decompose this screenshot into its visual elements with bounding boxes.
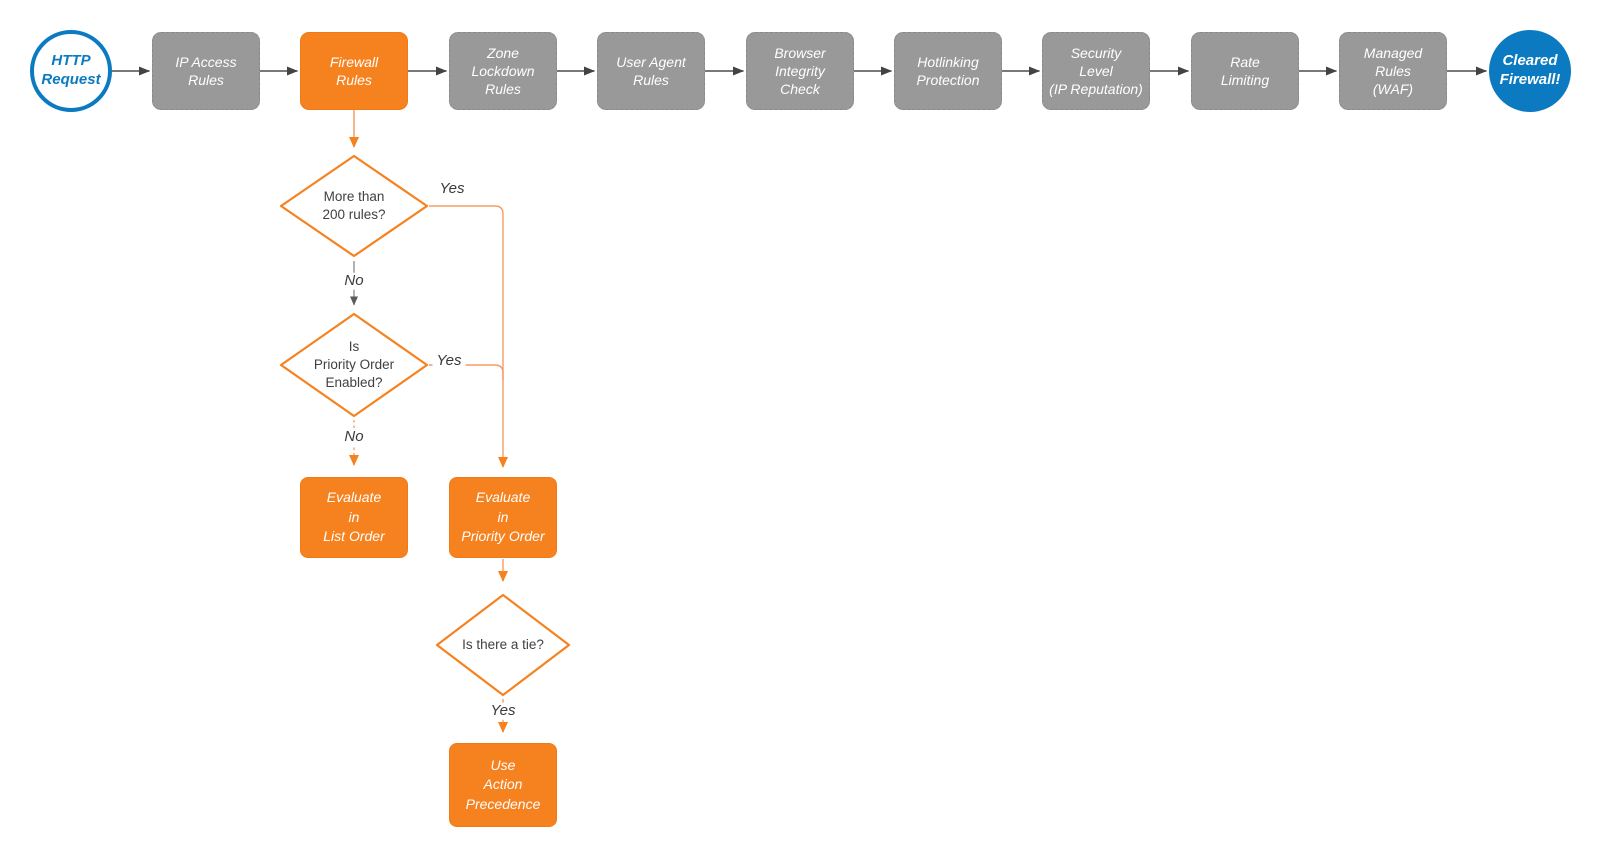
- action-evaluate-priority-order: Evaluate in Priority Order: [449, 477, 557, 558]
- step-user-agent-rules: User Agent Rules: [597, 32, 705, 110]
- decision-rule-count: More than 200 rules?: [279, 154, 429, 258]
- edge-label-no-rule-count: No: [340, 272, 368, 290]
- step-browser-integrity-check: Browser Integrity Check: [746, 32, 854, 110]
- start-node-label: HTTP Request: [41, 52, 101, 88]
- step-label: Rate Limiting: [1220, 53, 1270, 88]
- step-security-level: Security Level (IP Reputation): [1042, 32, 1150, 110]
- action-label: Use Action Precedence: [465, 756, 541, 812]
- start-node-http-request: HTTP Request: [30, 30, 112, 112]
- step-label: Managed Rules (WAF): [1363, 44, 1423, 98]
- decision-rule-count-question: More than 200 rules?: [322, 188, 386, 222]
- action-label: Evaluate in List Order: [323, 489, 385, 545]
- step-ip-access-rules: IP Access Rules: [152, 32, 260, 110]
- edge-label-yes-priority-enabled: Yes: [432, 352, 466, 370]
- edge-label-no-priority-enabled: No: [340, 428, 368, 446]
- diamond-shape: [279, 154, 429, 258]
- step-label: User Agent Rules: [616, 53, 686, 88]
- step-zone-lockdown-rules: Zone Lockdown Rules: [449, 32, 557, 110]
- step-firewall-rules: Firewall Rules: [300, 32, 408, 110]
- action-use-action-precedence: Use Action Precedence: [449, 743, 557, 827]
- end-node-label: Cleared Firewall!: [1499, 52, 1561, 88]
- end-node-cleared-firewall: Cleared Firewall!: [1489, 30, 1571, 112]
- edge-label-yes-tie: Yes: [486, 702, 520, 720]
- edge-label-yes-rule-count: Yes: [435, 180, 469, 198]
- decision-tie: Is there a tie?: [435, 593, 571, 697]
- step-label: Browser Integrity Check: [774, 44, 826, 98]
- decision-tie-question: Is there a tie?: [462, 636, 544, 652]
- diamond-shape: [279, 312, 429, 418]
- arrow-rule-count-yes: [429, 205, 508, 468]
- diamond-shape: [435, 593, 571, 697]
- decision-priority-enabled: Is Priority Order Enabled?: [279, 312, 429, 418]
- step-managed-rules-waf: Managed Rules (WAF): [1339, 32, 1447, 110]
- step-label: Hotlinking Protection: [916, 53, 980, 88]
- step-label: Zone Lockdown Rules: [471, 44, 535, 98]
- step-label: Firewall Rules: [329, 53, 379, 88]
- step-label: IP Access Rules: [175, 53, 237, 88]
- action-label: Evaluate in Priority Order: [461, 489, 545, 545]
- action-evaluate-list-order: Evaluate in List Order: [300, 477, 408, 558]
- step-hotlinking-protection: Hotlinking Protection: [894, 32, 1002, 110]
- decision-priority-enabled-question: Is Priority Order Enabled?: [313, 338, 395, 391]
- step-label: Security Level (IP Reputation): [1049, 44, 1143, 98]
- step-rate-limiting: Rate Limiting: [1191, 32, 1299, 110]
